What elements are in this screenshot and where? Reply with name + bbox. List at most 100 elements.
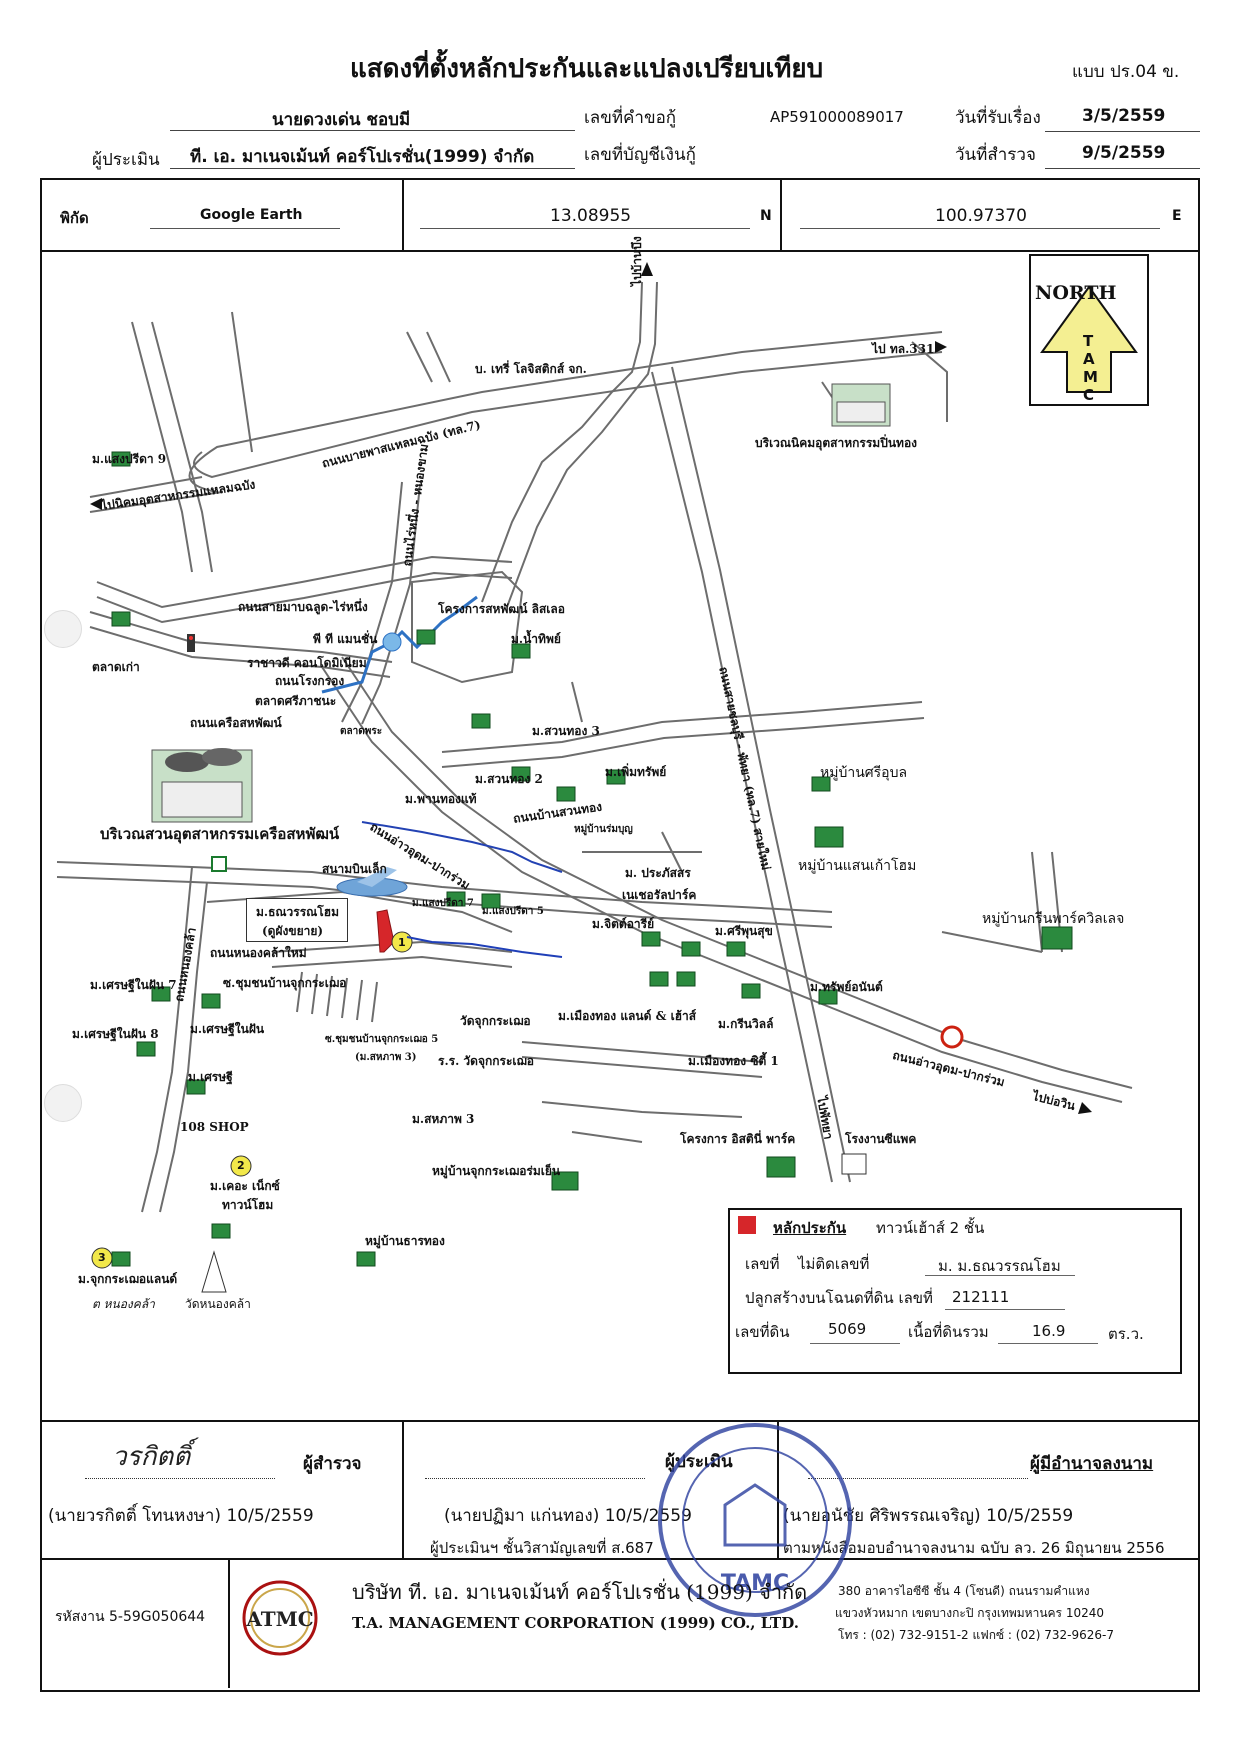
marker-number: 3 <box>98 1251 106 1264</box>
north-letter: C <box>1083 386 1095 404</box>
temple-stupa-icon <box>201 1250 227 1293</box>
coords-row-divider <box>40 250 1198 252</box>
request-no: AP591000089017 <box>770 108 904 126</box>
place-label: โครงการสหพัฒน์ ลิสเลอ <box>438 602 565 616</box>
place-label: ราชาวดี คอนโดมิเนียม <box>247 656 367 670</box>
appraiser-name: ที. เอ. มาเนจเม้นท์ คอร์โปเรชั่น(1999) จ… <box>190 147 535 167</box>
marker-number: 2 <box>237 1159 245 1172</box>
coords-underline <box>800 228 1160 229</box>
airport-icon <box>336 867 408 897</box>
place-label: บริเวณสวนอุตสาหกรรมเครือสหพัฒน์ <box>100 825 340 843</box>
place-label: 108 SHOP <box>180 1120 249 1134</box>
arrow-east-icon <box>935 341 947 353</box>
place-label: ม.พานทองแท้ <box>405 792 477 806</box>
logo-text: ATMC <box>245 1607 313 1631</box>
marker-circle <box>230 1155 252 1177</box>
collateral-sub: (ดูผังขยาย) <box>262 924 324 938</box>
page-title: แสดงที่ตั้งหลักประกันและแปลงเปรียบเทียบ <box>350 54 824 84</box>
place-label: ทาวน์โฮม <box>222 1198 274 1212</box>
footer-divider <box>40 1558 1198 1560</box>
surveyor-name: (นายวรกิตติ์ โทนหงษา) 10/5/2559 <box>48 1506 314 1526</box>
place-label: พี ที แมนชั่น <box>313 632 378 646</box>
survey-date-label: วันที่สำรวจ <box>955 145 1036 165</box>
place-label: ซ.ชุมชนบ้านจุกกระเฌอ <box>223 976 347 990</box>
north-letter: A <box>1083 350 1095 368</box>
collateral-name: ม.ธณวรรณโฮม <box>256 905 339 919</box>
place-label: บริเวณนิคมอุตสาหกรรมปิ่นทอง <box>755 436 918 450</box>
header-underline <box>1045 131 1200 132</box>
traffic-light-red <box>189 636 193 640</box>
legend-deed-label: ปลูกสร้างบนโฉนดที่ดิน เลขที่ <box>745 1289 933 1307</box>
place-label: ม.จิตต์อารีย์ <box>592 917 655 931</box>
road-label: ถนนหนองคล้าใหม่ <box>210 946 307 960</box>
road-label: ไปบ้านบึง <box>630 236 644 286</box>
place-label: ตลาดศรีภาชนะ <box>255 694 337 708</box>
legend-underline <box>945 1309 1065 1310</box>
place-label: ม.น้ำทิพย์ <box>511 632 561 646</box>
legend-deed-no: 212111 <box>952 1288 1010 1306</box>
place-label: ม.สวนทอง 3 <box>532 724 600 738</box>
place-label: ตลาดพระ <box>340 726 383 737</box>
company-name-en: T.A. MANAGEMENT CORPORATION (1999) CO., … <box>352 1614 799 1632</box>
punch-hole <box>44 1084 82 1122</box>
place-label: ม.เมืองทอง ซิตี้ 1 <box>688 1054 779 1068</box>
stamp-text: TAMC <box>721 1571 789 1596</box>
road-label: ถนนสายมาบฉลูด-ไร่หนึ่ง <box>238 600 368 614</box>
place-label: หมู่บ้านแสนเก้าโฮม <box>798 858 917 874</box>
legend-area: 16.9 <box>1032 1322 1066 1340</box>
legend-box <box>728 1208 1182 1374</box>
coords-label: พิกัด <box>60 209 89 227</box>
place-label: ม.สหภาพ 3 <box>412 1112 475 1126</box>
document-frame <box>40 178 1200 1692</box>
marker-number: 1 <box>398 936 406 949</box>
latitude: 13.08955 <box>550 206 632 226</box>
north-letter: T <box>1083 332 1094 350</box>
received-date: 3/5/2559 <box>1082 106 1166 126</box>
coords-col-divider <box>402 180 404 250</box>
legend-underline <box>925 1275 1075 1276</box>
police-icon <box>382 632 402 652</box>
place-label: โครงการ อิสตินี่ พาร์ค <box>680 1132 796 1146</box>
gas-station-icon <box>940 1025 964 1049</box>
collateral-label-box <box>246 898 348 942</box>
coords-source: Google Earth <box>200 207 303 223</box>
header-underline <box>170 168 575 169</box>
legend-area-label: เนื้อที่ดินรวม <box>908 1323 989 1341</box>
north-label: NORTH <box>1035 282 1117 304</box>
legend-area-unit: ตร.ว. <box>1108 1325 1144 1343</box>
place-label: ม.เพิ่มทรัพย์ <box>605 765 667 779</box>
header-underline <box>1045 168 1200 169</box>
place-label: สนามบินเล็ก <box>322 862 387 876</box>
survey-date: 9/5/2559 <box>1082 143 1166 163</box>
place-label: ม.แสงปรีดา 9 <box>92 452 167 466</box>
collateral-pointer <box>406 936 563 958</box>
place-label: หมู่บ้านธารทอง <box>365 1234 445 1248</box>
legend-number-label: เลขที่ <box>745 1255 780 1273</box>
coords-underline <box>420 228 750 229</box>
company-logo: ATMC <box>242 1580 318 1656</box>
place-label: ม.สวนทอง 2 <box>475 772 543 786</box>
signature-line <box>808 1478 1028 1479</box>
punch-hole <box>44 610 82 648</box>
place-label: (ม.สหภาพ 3) <box>355 1052 417 1063</box>
appraiser-sign-name: (นายปฏิมา แก่นทอง) 10/5/2559 <box>444 1506 692 1526</box>
signature-row-divider <box>40 1420 1198 1422</box>
longitude: 100.97370 <box>935 206 1027 226</box>
place-label: เนเชอรัลปาร์ค <box>622 888 697 902</box>
loan-account-label: เลขที่บัญชีเงินกู้ <box>584 145 696 165</box>
place-label: วัดหนองคล้า <box>185 1297 251 1311</box>
place-label: ตลาดเก่า <box>92 660 140 674</box>
company-name-th: บริษัท ที. เอ. มาเนจเม้นท์ คอร์โปเรชั่น … <box>352 1580 808 1604</box>
road-label: ไป ทล.331 <box>872 342 935 356</box>
place-label: ต หนองคล้า <box>92 1297 155 1311</box>
north-letter: M <box>1083 368 1098 386</box>
place-label: ม.เศรษฐีในฝัน 7 <box>90 978 177 992</box>
place-label: บ. เทรี่ โลจิสติกส์ จก. <box>475 362 587 376</box>
north-arrow <box>1029 254 1149 406</box>
latitude-dir: N <box>760 208 772 224</box>
legend-land-no-label: เลขที่ดิน <box>735 1323 790 1341</box>
place-label: ซ.ชุมชนบ้านจุกกระเฌอ 5 <box>325 1034 439 1045</box>
place-label: ม.เศรษฐี <box>188 1070 233 1084</box>
legend-village: ม. ม.ธณวรรณโฮม <box>938 1257 1061 1275</box>
coords-col-divider <box>780 180 782 250</box>
